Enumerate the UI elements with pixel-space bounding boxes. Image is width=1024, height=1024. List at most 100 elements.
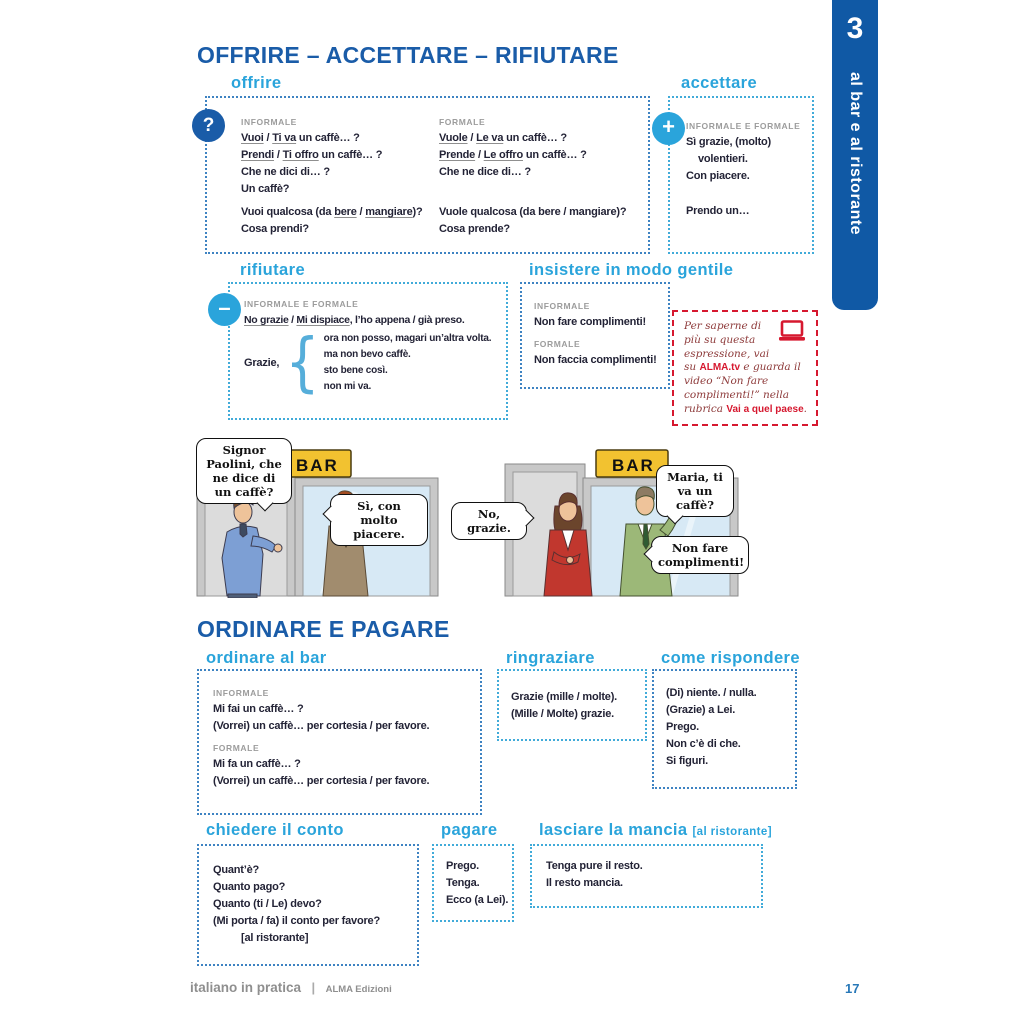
phrase-line: Prendo un…	[686, 205, 750, 217]
phrase-line: Sì grazie, (molto)	[686, 136, 772, 148]
register-label: INFORMALE E FORMALE	[244, 299, 359, 309]
phrase-line: Che ne dici di… ?	[241, 166, 330, 178]
header-chiedere-il-conto: chiedere il conto	[206, 821, 344, 839]
box-ordinare-al-bar: INFORMALE Mi fai un caffè… ? (Vorrei) un…	[197, 669, 482, 815]
brace-glyph: {	[285, 325, 320, 400]
phrase-line: ora non posso, magari un’altra volta.	[323, 333, 492, 344]
phrase-line: [al ristorante]	[241, 932, 309, 944]
bubble-text: Maria, ti va un caffè?	[667, 470, 723, 512]
phrase-line: Non fare complimenti!	[534, 316, 646, 328]
header-main: lasciare la mancia	[539, 821, 688, 839]
phrase-line: Prendi / Ti offro un caffè… ?	[241, 149, 383, 161]
phrase-line: Con piacere.	[686, 170, 750, 182]
phrase-line: sto bene così.	[323, 365, 388, 376]
header-suffix: [al ristorante]	[692, 826, 772, 838]
phrase-line: (Grazie) a Lei.	[666, 704, 736, 716]
phrase-line: Vuoi / Ti va un caffè… ?	[241, 132, 360, 144]
phrase-line: Mi fa un caffè… ?	[213, 758, 301, 770]
phrase-line: Prego.	[446, 860, 480, 872]
question-icon: ?	[192, 109, 225, 142]
bar-sign-text: BAR	[296, 456, 339, 475]
phrase-line: Vuole qualcosa (da bere / mangiare)?	[439, 206, 627, 218]
box-offrire: INFORMALE Vuoi / Ti va un caffè… ? Prend…	[205, 96, 650, 254]
box-insistere: INFORMALE Non fare complimenti! FORMALE …	[520, 282, 670, 389]
bubble-text: Signor Paolini, che ne dice di un caffè?	[206, 443, 282, 499]
phrase-line: non mi va.	[323, 381, 372, 392]
bubble-text: Sì, con molto piacere.	[353, 499, 405, 541]
register-label: INFORMALE	[241, 117, 297, 127]
laptop-icon	[777, 320, 807, 348]
phrase-line: No grazie / Mi dispiace, l’ho appena / g…	[244, 314, 465, 326]
insistere-content: INFORMALE Non fare complimenti! FORMALE …	[534, 300, 657, 369]
box-lasciare-la-mancia: Tenga pure il resto. Il resto mancia.	[530, 844, 763, 908]
phrase-line: Cosa prende?	[439, 223, 510, 235]
page-number: 17	[845, 981, 860, 996]
bubble-offer-right: Maria, ti va un caffè?	[656, 465, 734, 525]
box-accettare: INFORMALE E FORMALE Sì grazie, (molto) v…	[668, 96, 814, 254]
phrase-line: Non c’è di che.	[666, 738, 741, 750]
phrase-line: Tenga.	[446, 877, 480, 889]
come-rispondere-content: (Di) niente. / nulla. (Grazie) a Lei. Pr…	[666, 685, 757, 770]
offrire-informale-column: INFORMALE Vuoi / Ti va un caffè… ? Prend…	[241, 116, 423, 238]
footer-publisher: ALMA Edizioni	[325, 984, 392, 995]
chiedere-content: Quant’è? Quanto pago? Quanto (ti / Le) d…	[213, 862, 380, 947]
phrase-line: Si figuri.	[666, 755, 709, 767]
phrase-line: Cosa prendi?	[241, 223, 309, 235]
header-ringraziare: ringraziare	[506, 649, 595, 667]
mancia-content: Tenga pure il resto. Il resto mancia.	[546, 858, 643, 892]
chapter-tab: 3 al bar e al ristorante	[832, 0, 878, 310]
bubble-answer-left: Sì, con molto piacere.	[322, 494, 428, 546]
header-insistere: insistere in modo gentile	[529, 261, 734, 279]
phrase-line: (Mi porta / fa) il conto per favore?	[213, 915, 380, 927]
offrire-formale-column: FORMALE Vuole / Le va un caffè… ? Prende…	[439, 116, 627, 238]
phrase-line: volentieri.	[698, 153, 748, 165]
chapter-number: 3	[846, 12, 864, 45]
box-ringraziare: Grazie (mille / molte). (Mille / Molte) …	[497, 669, 647, 741]
register-label: FORMALE	[439, 117, 486, 127]
bar-sign-text: BAR	[612, 456, 655, 475]
chapter-title-vertical: al bar e al ristorante	[847, 72, 864, 236]
section-title-ordinare: ORDINARE E PAGARE	[197, 616, 450, 642]
minus-icon: –	[208, 293, 241, 326]
phrase-line: (Vorrei) un caffè… per cortesia / per fa…	[213, 720, 430, 732]
box-chiedere-il-conto: Quant’è? Quanto pago? Quanto (ti / Le) d…	[197, 844, 419, 966]
box-pagare: Prego. Tenga. Ecco (a Lei).	[432, 844, 514, 922]
phrase-line: Grazie (mille / molte).	[511, 691, 618, 703]
phrase-line: Quanto pago?	[213, 881, 286, 893]
section-title-offrire: OFFRIRE – ACCETTARE – RIFIUTARE	[197, 42, 619, 68]
phrase-line: Quant’è?	[213, 864, 260, 876]
woman-red-jacket	[543, 492, 593, 597]
phrase-line: Che ne dice di… ?	[439, 166, 531, 178]
header-pagare: pagare	[441, 821, 498, 839]
phrase-line: Non faccia complimenti!	[534, 354, 657, 366]
bubble-question-left: Signor Paolini, che ne dice di un caffè?	[196, 438, 292, 512]
register-label: INFORMALE E FORMALE	[686, 121, 801, 131]
rifiutare-grazie-group: Grazie, { ora non posso, magari un’altra…	[244, 325, 492, 399]
phrase-line: (Vorrei) un caffè… per cortesia / per fa…	[213, 775, 430, 787]
phrase-line: Grazie,	[244, 356, 280, 369]
header-offrire: offrire	[231, 74, 282, 92]
alma-tip-box: Per saperne di più su questa espressione…	[672, 310, 818, 426]
register-label: FORMALE	[534, 339, 581, 349]
ringraziare-content: Grazie (mille / molte). (Mille / Molte) …	[511, 689, 617, 723]
bubble-insist-right: Non fare complimenti!	[643, 536, 749, 574]
rifiutare-options: ora non posso, magari un’altra volta. ma…	[324, 331, 492, 395]
header-rifiutare: rifiutare	[240, 261, 306, 279]
phrase-line: Ecco (a Lei).	[446, 894, 509, 906]
phrase-line: Il resto mancia.	[546, 877, 623, 889]
bubble-text: Non fare complimenti!	[658, 541, 745, 569]
alma-tip-text: Per saperne di più su questa espressione…	[684, 320, 807, 415]
phrase-line: Prego.	[666, 721, 700, 733]
phrase-line: Tenga pure il resto.	[546, 860, 643, 872]
accettare-content: INFORMALE E FORMALE Sì grazie, (molto) v…	[686, 120, 800, 220]
rifiutare-content: INFORMALE E FORMALE No grazie / Mi dispi…	[244, 298, 492, 400]
phrase-line: ma non bevo caffè.	[323, 349, 411, 360]
header-ordinare-al-bar: ordinare al bar	[206, 649, 327, 667]
header-come-rispondere: come rispondere	[661, 649, 800, 667]
bubble-text: No, grazie.	[467, 507, 511, 535]
footer-separator: |	[311, 980, 316, 995]
phrase-line: Un caffè?	[241, 183, 290, 195]
footer: italiano in pratica | ALMA Edizioni	[190, 979, 392, 997]
phrase-line: (Mille / Molte) grazie.	[511, 708, 614, 720]
